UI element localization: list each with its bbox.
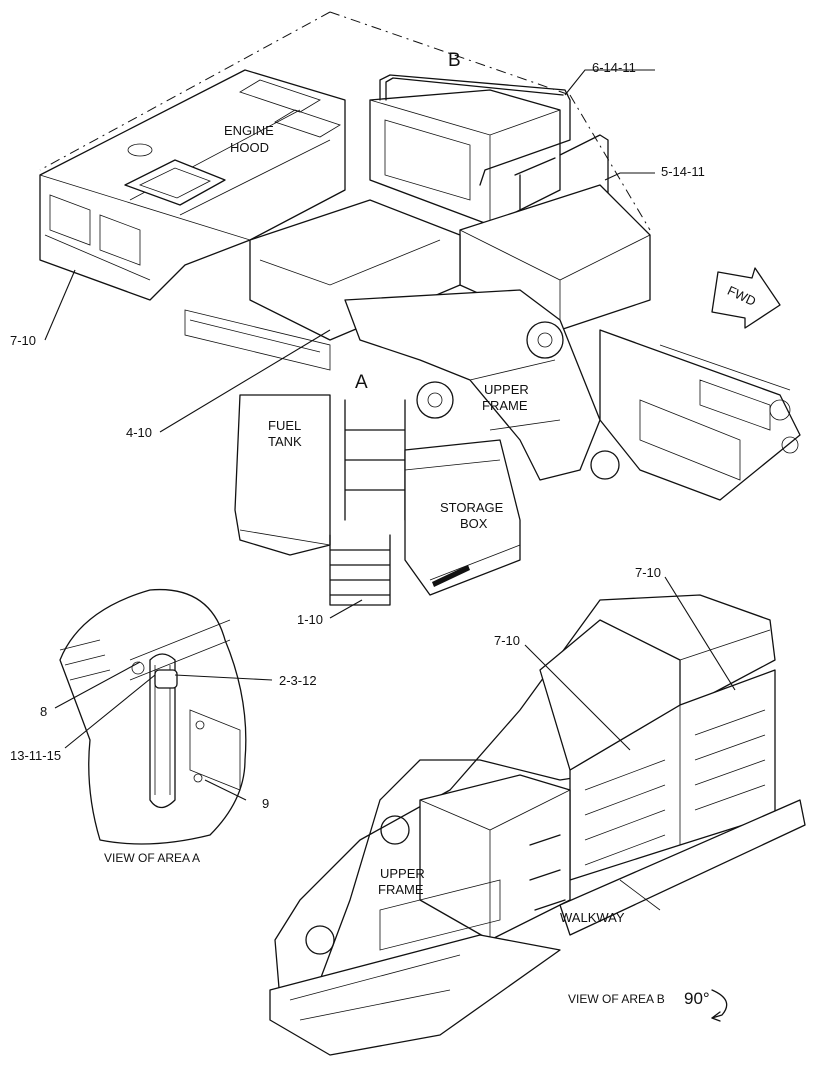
area-a-letter: A <box>355 372 368 393</box>
caption-view-area-a: VIEW OF AREA A <box>104 851 200 865</box>
callout-5-14-11: 5-14-11 <box>661 164 705 179</box>
rear-enclosure <box>369 89 561 226</box>
caption-rotation: 90° <box>684 989 710 1008</box>
caption-view-area-b: VIEW OF AREA B <box>568 992 665 1006</box>
area-a-view <box>59 588 247 845</box>
storage-box-grille <box>432 565 470 587</box>
callout-1-10: 1-10 <box>297 612 323 627</box>
callout-8: 8 <box>40 704 47 719</box>
boom-foot <box>344 289 601 481</box>
ladder <box>329 534 391 606</box>
callout-7-10-right-top: 7-10 <box>635 565 661 580</box>
area-a-outline <box>59 588 247 845</box>
cabinet-top <box>539 619 681 771</box>
fuel-tank <box>234 394 331 556</box>
area-b-boundary <box>39 11 651 231</box>
upper-frame-label-top-line2: FRAME <box>482 398 528 413</box>
callout-6-14-11: 6-14-11 <box>592 60 636 75</box>
callout-7-10-left: 7-10 <box>10 333 36 348</box>
main-view <box>39 11 801 606</box>
lower-frame-b <box>269 934 561 1056</box>
callouts: 6-14-11 5-14-11 7-10 4-10 1-10 2-3-12 8 … <box>10 60 705 811</box>
area-b-view <box>269 594 806 1056</box>
storage-box-label: STORAGE <box>440 500 504 515</box>
rotate-arrow-icon <box>711 989 728 1019</box>
upper-frame-label-bottom: UPPER <box>380 866 425 881</box>
front-box <box>419 774 571 941</box>
engine-hood-panel <box>124 159 226 206</box>
callout-9: 9 <box>262 796 269 811</box>
labels: B A ENGINE HOOD FUEL TANK UPPER FRAME ST… <box>224 50 758 925</box>
storage-box-label-line2: BOX <box>460 516 488 531</box>
area-b-letter: B <box>448 50 461 71</box>
callout-7-10-right-mid: 7-10 <box>494 633 520 648</box>
callout-13-11-15: 13-11-15 <box>10 748 61 763</box>
fwd-arrow <box>711 267 781 329</box>
fuel-tank-label: FUEL <box>268 418 301 433</box>
upper-frame-label-top: UPPER <box>484 382 529 397</box>
engine-hood-label: ENGINE <box>224 123 274 138</box>
walkway-label: WALKWAY <box>560 910 625 925</box>
leader-lines <box>44 69 736 801</box>
upper-frame-label-bottom-line2: FRAME <box>378 882 424 897</box>
handrail-upper <box>379 74 571 186</box>
callout-2-3-12: 2-3-12 <box>279 673 317 688</box>
area-b-outline <box>274 594 776 1051</box>
fuel-tank-label-line2: TANK <box>268 434 302 449</box>
captions: VIEW OF AREA A VIEW OF AREA B 90° <box>104 851 710 1008</box>
callout-4-10: 4-10 <box>126 425 152 440</box>
engine-hood-label-line2: HOOD <box>230 140 269 155</box>
walkway <box>559 799 806 936</box>
handle-grab <box>149 653 176 809</box>
